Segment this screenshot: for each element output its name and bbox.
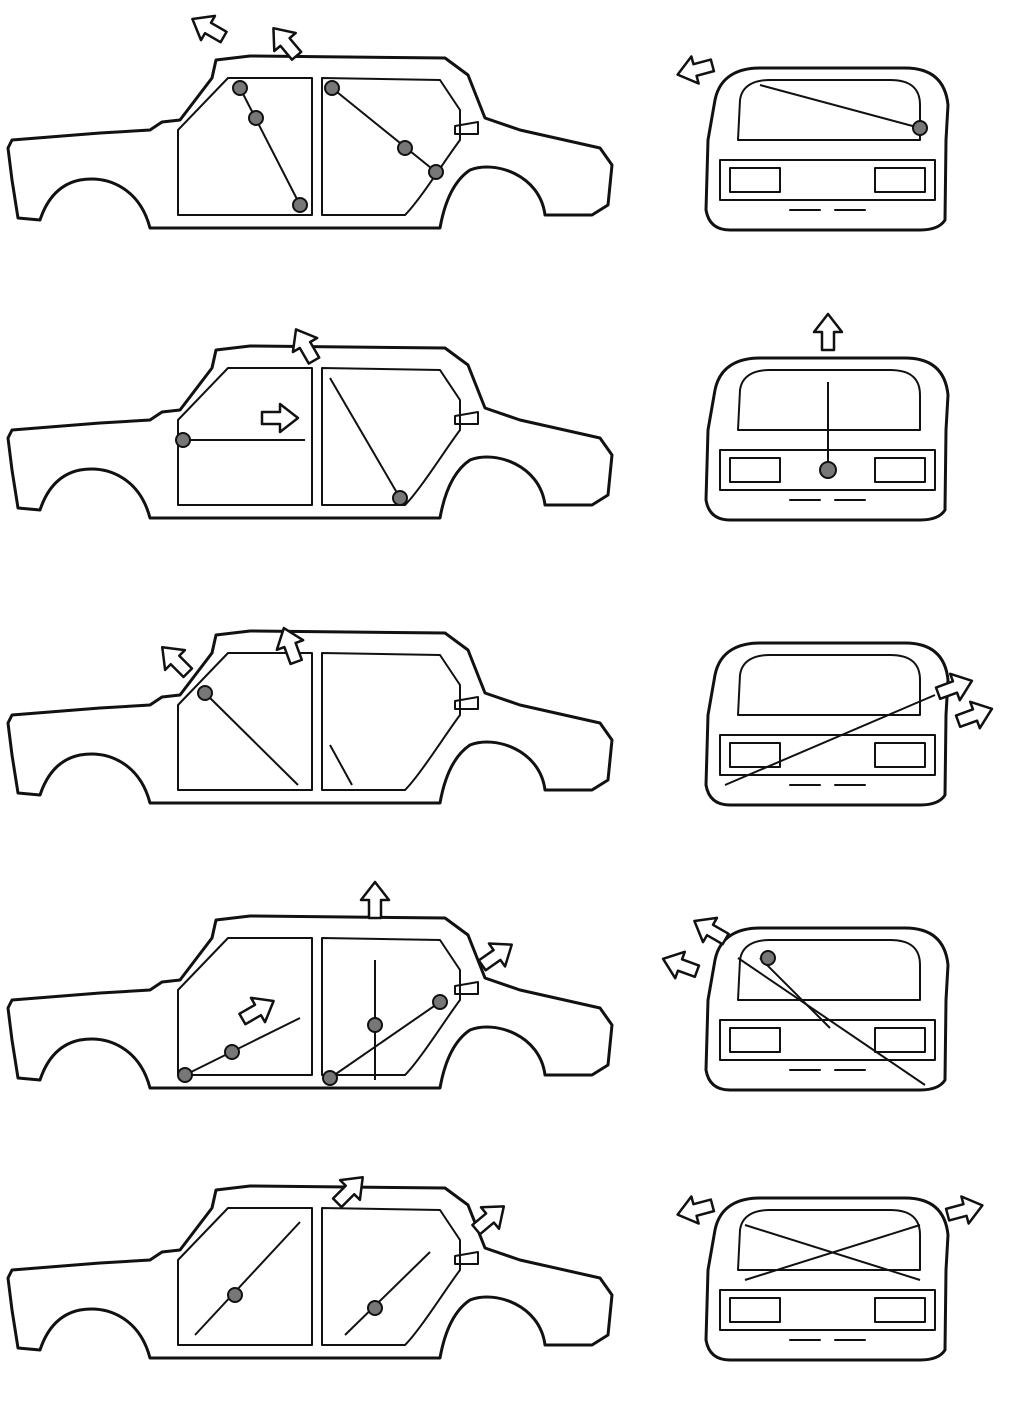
car-side-view-5 — [6, 1166, 614, 1360]
jack-joint — [248, 110, 264, 126]
floor-jack-rear — [329, 1001, 441, 1079]
jack-joint — [432, 994, 448, 1010]
car-rear-view-3 — [704, 641, 998, 807]
pull-arrow-icon — [932, 666, 978, 708]
car-side-view-2 — [6, 321, 614, 520]
diagram-row-1 — [0, 0, 1015, 270]
jack-joint — [397, 140, 413, 156]
pull-arrow-icon — [952, 694, 998, 736]
diagonal-jack-front — [204, 692, 299, 786]
diagonal-jack-rear — [344, 1251, 431, 1336]
diagonal-jack — [759, 84, 921, 129]
pull-arrow-icon — [359, 880, 391, 920]
jack-joint — [912, 120, 928, 136]
diagonal-jack — [724, 694, 936, 786]
diagonal-jack-front — [194, 1221, 301, 1336]
car-rear-view-5 — [672, 1190, 988, 1362]
jack-joint — [177, 1067, 193, 1083]
short-jack — [759, 957, 831, 1029]
pull-arrow-icon — [151, 636, 199, 684]
pull-arrow-icon — [686, 907, 734, 953]
jack-joint — [292, 197, 308, 213]
push-arrow-icon — [234, 987, 282, 1033]
diagram-row-2 — [0, 290, 1015, 560]
jack-joint — [227, 1287, 243, 1303]
push-arrow-icon — [260, 402, 300, 434]
jack-joint — [367, 1017, 383, 1033]
diagonal-jack-rear — [331, 87, 437, 173]
diagonal-jack-front — [239, 87, 301, 206]
cross-jack — [744, 1224, 921, 1281]
jack-joint — [232, 80, 248, 96]
jack-joint — [760, 950, 776, 966]
jack-joint — [324, 80, 340, 96]
jack-joint — [197, 685, 213, 701]
jack-joint — [367, 1300, 383, 1316]
pull-arrow-icon — [942, 1190, 988, 1230]
car-rear-view-2 — [704, 312, 950, 522]
pull-arrow-icon — [672, 50, 718, 90]
floor-jack-front — [184, 1017, 301, 1076]
diagonal-jack — [737, 957, 926, 1086]
short-jack — [329, 744, 353, 786]
jack-joint — [392, 490, 408, 506]
diagram-row-4 — [0, 860, 1015, 1130]
jack-joint — [322, 1070, 338, 1086]
pull-arrow-icon — [184, 5, 232, 51]
car-side-view-3 — [6, 622, 614, 805]
jack-joint — [224, 1044, 240, 1060]
jack-joint — [175, 432, 191, 448]
pull-arrow-icon — [657, 944, 703, 986]
diagram-row-3 — [0, 575, 1015, 845]
jack-joint — [428, 164, 444, 180]
diagonal-jack-rear — [329, 377, 401, 499]
car-rear-view-4 — [657, 907, 950, 1092]
car-rear-view-1 — [672, 50, 950, 232]
pull-arrow-icon — [326, 1166, 374, 1214]
car-side-view-1 — [6, 5, 614, 230]
pull-arrow-icon — [812, 312, 844, 352]
jack-joint — [819, 461, 837, 479]
car-side-view-4 — [6, 880, 614, 1090]
pull-arrow-icon — [672, 1190, 718, 1230]
diagram-row-5 — [0, 1130, 1015, 1400]
